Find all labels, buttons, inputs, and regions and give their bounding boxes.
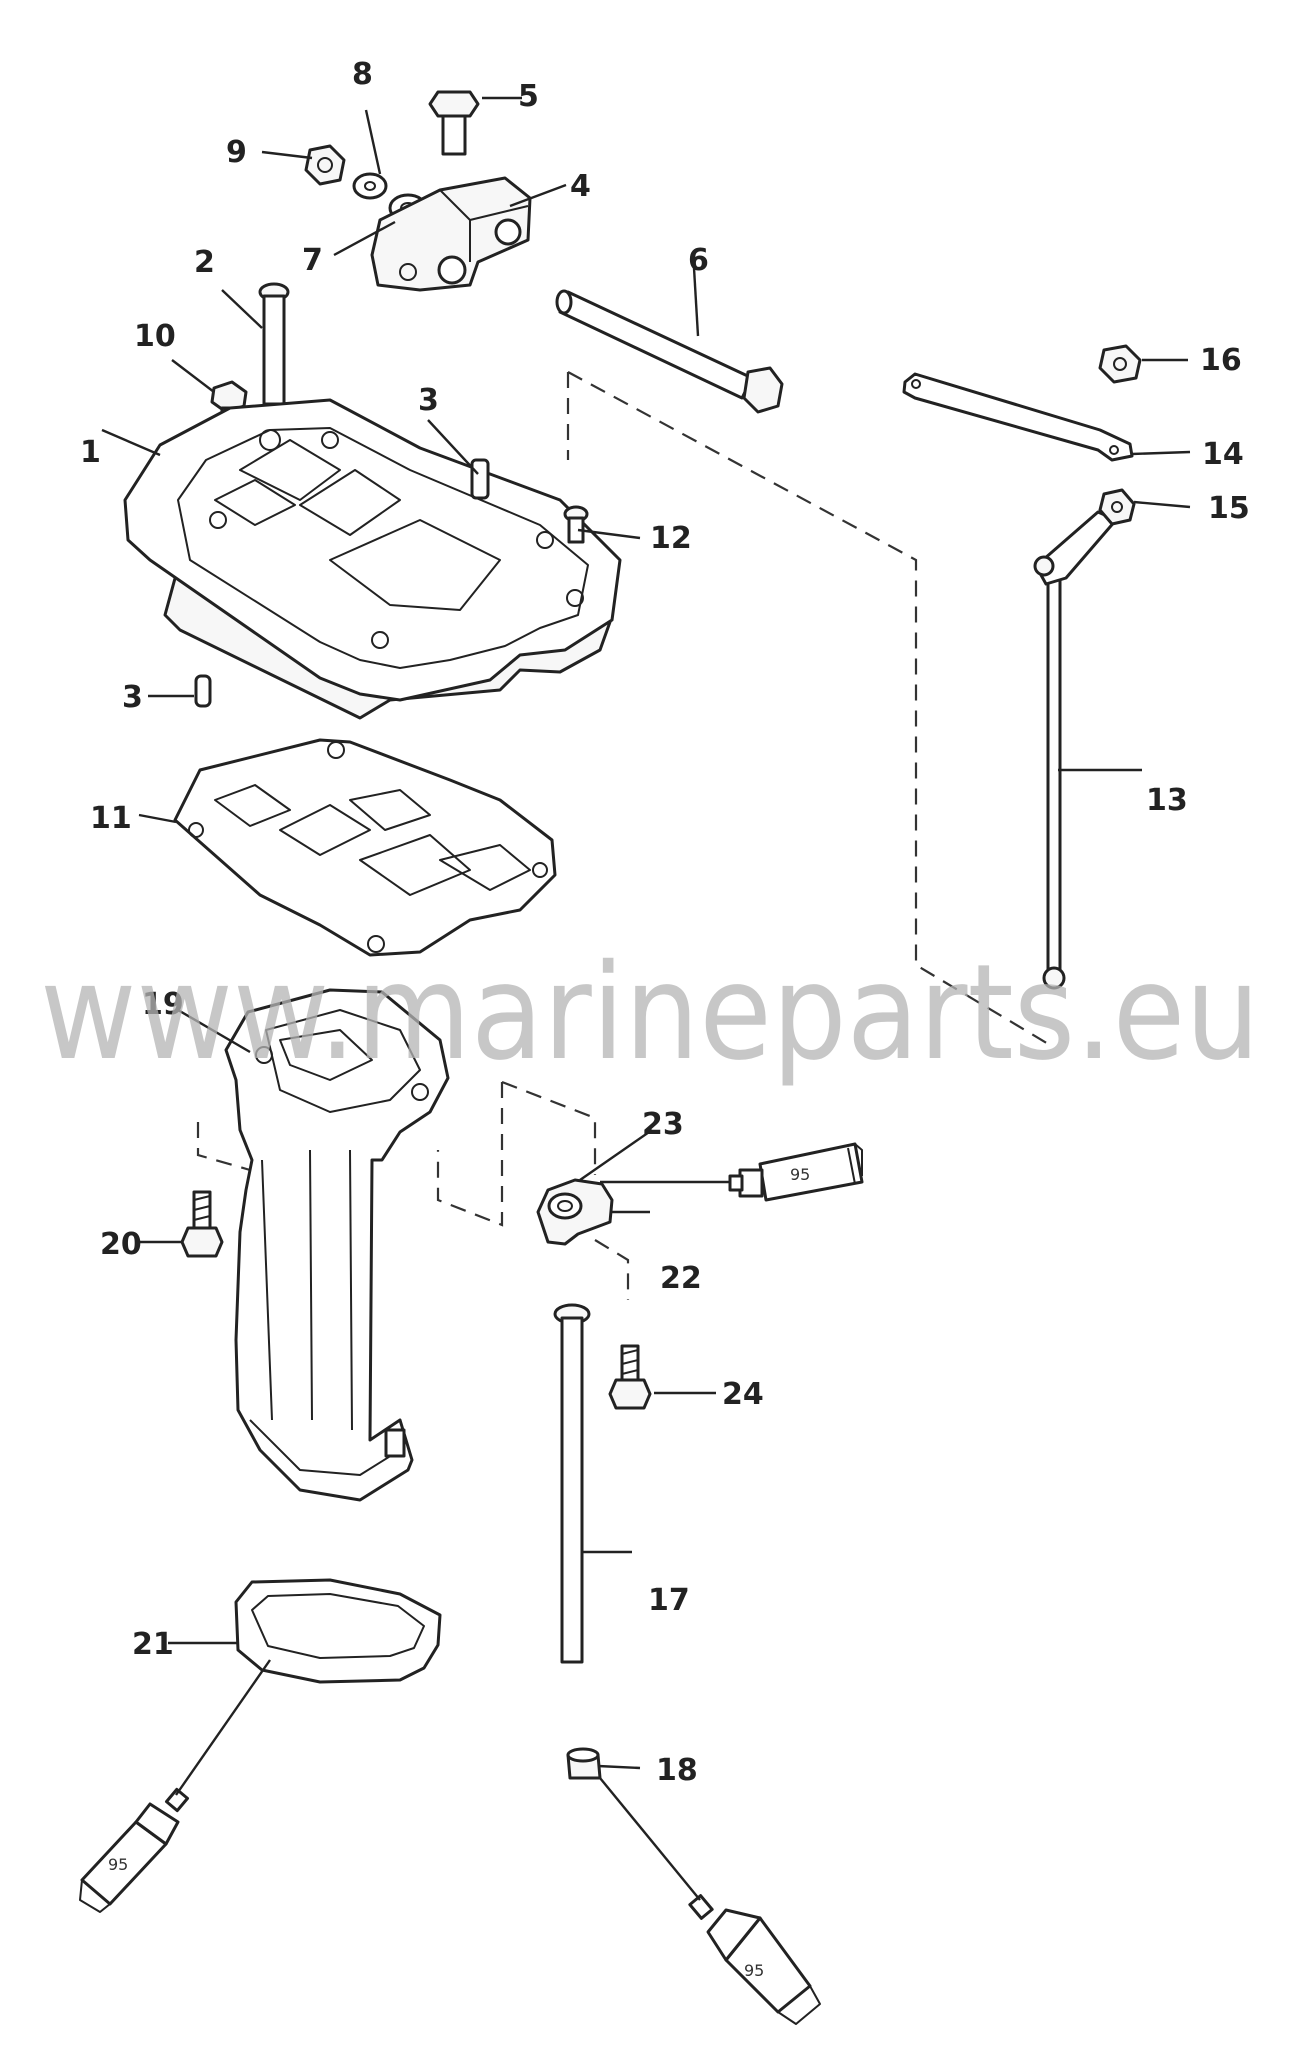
- callout-17: 17: [648, 1583, 690, 1618]
- part-6-long-bolt: [555, 289, 784, 414]
- watermark-text: www.marineparts.eu: [40, 936, 1260, 1090]
- callout-12: 12: [650, 521, 692, 556]
- sealant-tube-upper: 95: [728, 1142, 864, 1202]
- part-5-bolt: [428, 90, 480, 156]
- callout-20: 20: [100, 1227, 142, 1262]
- sealant-tube-bottom: 95: [688, 1894, 821, 2025]
- sealant-tube-bottom-label: 95: [744, 1961, 764, 1980]
- part-11-gasket: [173, 738, 557, 957]
- callout-10: 10: [134, 319, 176, 354]
- sealant-tube-left: 95: [79, 1787, 190, 1913]
- callout-11: 11: [90, 801, 132, 836]
- part-21-seal: [234, 1578, 442, 1684]
- part-13-rod: [1042, 568, 1066, 990]
- reference-dashed-line-center: [436, 1080, 630, 1300]
- callout-24: 24: [722, 1377, 764, 1412]
- callout-14: 14: [1202, 437, 1244, 472]
- part-3-dowel-upper: [470, 458, 490, 500]
- part-20-screw: [180, 1190, 224, 1258]
- callout-18: 18: [656, 1753, 698, 1788]
- part-16-nut: [1098, 344, 1142, 384]
- reference-dashed-line-right: [566, 371, 1051, 1046]
- part-17-shaft: [553, 1303, 591, 1664]
- part-22-retainer: [536, 1178, 614, 1246]
- callout-4: 4: [570, 169, 591, 204]
- part-4-bracket: [370, 176, 532, 292]
- part-19-driveshaft-housing: [224, 988, 450, 1502]
- callout-8: 8: [352, 57, 373, 92]
- part-24-screw: [608, 1344, 652, 1410]
- callout-2: 2: [194, 245, 215, 280]
- callout-1: 1: [80, 435, 101, 470]
- part-2-bolt: [258, 282, 290, 406]
- part-3-dowel-lower: [194, 674, 212, 708]
- callout-9: 9: [226, 135, 247, 170]
- callout-3-upper: 3: [418, 383, 439, 418]
- part-18-bushing: [566, 1747, 602, 1780]
- sealant-tube-upper-label: 95: [790, 1165, 810, 1184]
- reference-dashed-line-left: [196, 1122, 251, 1172]
- part-8-washer: [352, 172, 388, 200]
- callout-19: 19: [142, 987, 184, 1022]
- callout-13: 13: [1146, 783, 1188, 818]
- sealant-tube-left-label: 95: [108, 1855, 128, 1874]
- callout-16: 16: [1200, 343, 1242, 378]
- part-15-link-arm: [1033, 488, 1136, 586]
- callout-15: 15: [1208, 491, 1250, 526]
- part-9-nut: [304, 144, 346, 186]
- part-12-screw: [563, 505, 589, 544]
- callout-21: 21: [132, 1627, 174, 1662]
- callout-3-lower: 3: [122, 680, 143, 715]
- callout-23: 23: [642, 1107, 684, 1142]
- part-1-adapter-plate: [123, 398, 622, 720]
- callout-labels: 1 2 3 3 4 5 6 7 8 9 10 11 12 13 14 15 16…: [80, 57, 1250, 1788]
- callout-5: 5: [518, 79, 539, 114]
- callout-22: 22: [660, 1261, 702, 1296]
- callout-7: 7: [302, 243, 323, 278]
- part-14-link-bar: [902, 372, 1134, 462]
- callout-6: 6: [688, 243, 709, 278]
- leader-lines: [101, 96, 1191, 1901]
